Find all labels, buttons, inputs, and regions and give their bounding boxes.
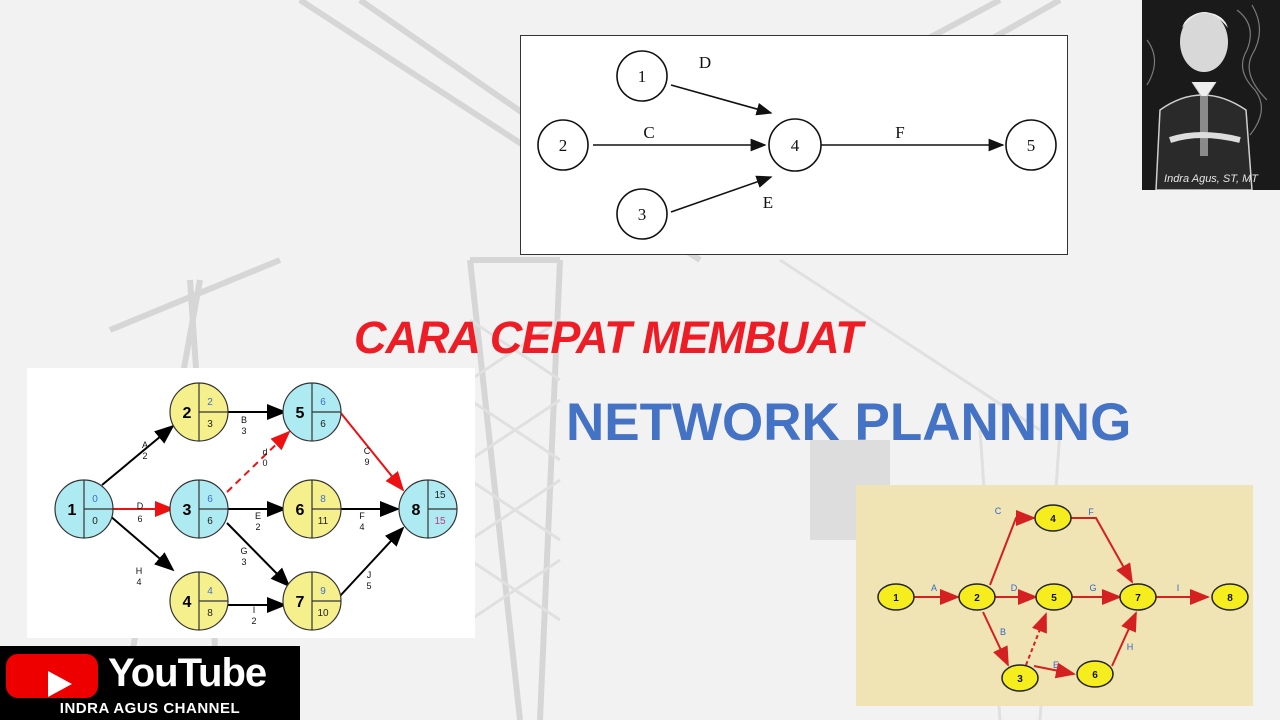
aon-edge-label: E (1053, 660, 1059, 670)
aon-edge-label: C (995, 506, 1002, 516)
edge-duration: 0 (262, 458, 267, 468)
edge-name: J (367, 570, 372, 580)
edge-name: d (262, 447, 267, 457)
aon-edge-label: I (1177, 583, 1180, 593)
top-node-3 (616, 188, 668, 240)
node-id: 3 (183, 502, 192, 519)
edge-duration: 2 (142, 451, 147, 461)
node-id: 5 (296, 405, 305, 422)
edge-name: B (241, 415, 247, 425)
title-line-2: NETWORK PLANNING (566, 393, 1132, 452)
top-node-label: 3 (638, 205, 647, 224)
top-node-label: 1 (638, 67, 647, 86)
node-latest: 3 (207, 419, 213, 430)
youtube-channel-badge[interactable]: YouTube INDRA AGUS CHANNEL (0, 646, 300, 720)
node-id: 2 (183, 405, 192, 422)
avatar-signature: Indra Agus, ST, MT (1164, 173, 1259, 185)
node-latest: 8 (207, 608, 213, 619)
node-latest: 15 (434, 516, 446, 527)
edge-duration: 4 (136, 577, 141, 587)
edge-duration: 2 (255, 522, 260, 532)
aon-edge-label: D (1011, 583, 1018, 593)
youtube-play-icon (6, 654, 98, 698)
aon-node-7 (1119, 583, 1157, 611)
aon-edge-label: H (1127, 642, 1134, 652)
edge-name: C (364, 446, 371, 456)
node-earliest: 0 (92, 494, 98, 505)
top-node-5 (1005, 119, 1057, 171)
node-earliest: 2 (207, 397, 213, 408)
edge-name: E (255, 511, 261, 521)
node-earliest: 8 (320, 494, 326, 505)
node-id: 6 (296, 502, 305, 519)
node-latest: 6 (207, 516, 213, 527)
top-edge-label: D (699, 53, 711, 72)
aon-node-label: 6 (1092, 670, 1098, 681)
aon-edge-label: B (1000, 627, 1006, 637)
aon-node-2 (958, 583, 996, 611)
top-edge-label: E (763, 193, 773, 212)
aon-edge-label: G (1089, 583, 1096, 593)
edge-duration: 5 (366, 581, 371, 591)
diagram-activity-network: 1 2 3 4 5 6 7 8 A B C D E F G H I (856, 485, 1253, 706)
aon-node-label: 7 (1135, 593, 1141, 604)
top-node-label: 2 (559, 136, 568, 155)
node-id: 1 (68, 502, 77, 519)
edge-name: H (136, 566, 143, 576)
avatar: Indra Agus, ST, MT (1142, 0, 1280, 190)
aon-node-label: 8 (1227, 593, 1233, 604)
edge-duration: 3 (241, 557, 246, 567)
node-earliest: 4 (207, 586, 213, 597)
aon-edge-label: A (931, 583, 937, 593)
node-id: 4 (183, 594, 192, 611)
node-latest: 0 (92, 516, 98, 527)
node-id: 7 (296, 594, 305, 611)
top-node-4 (768, 118, 822, 172)
edge-duration: 2 (251, 616, 256, 626)
channel-name: INDRA AGUS CHANNEL (59, 700, 241, 717)
node-latest: 6 (320, 419, 326, 430)
aon-node-label: 1 (893, 593, 899, 604)
node-latest: 11 (318, 516, 329, 527)
node-earliest: 15 (434, 490, 446, 501)
aon-node-label: 4 (1050, 514, 1056, 525)
diagram-simple-network: 1 2 3 4 5 D C E F (520, 35, 1068, 255)
edge-duration: 3 (241, 426, 246, 436)
top-edge-label: C (643, 123, 654, 142)
top-edge-label: F (895, 123, 904, 142)
top-node-label: 4 (791, 136, 800, 155)
edge-name: I (253, 605, 256, 615)
edge-name: D (137, 501, 144, 511)
node-earliest: 9 (320, 586, 326, 597)
aon-node-label: 2 (974, 593, 980, 604)
node-latest: 10 (317, 608, 329, 619)
top-node-2 (537, 119, 589, 171)
node-earliest: 6 (207, 494, 213, 505)
edge-duration: 6 (137, 514, 142, 524)
edge-name: G (240, 546, 247, 556)
edge-name: A (142, 440, 148, 450)
aon-node-5 (1035, 583, 1073, 611)
aon-node-label: 5 (1051, 593, 1057, 604)
node-earliest: 6 (320, 397, 326, 408)
diagram-event-node-network: 1 2 3 4 5 6 7 8 0 0 2 3 6 6 4 8 6 6 8 11… (27, 368, 475, 638)
top-node-1 (616, 50, 668, 102)
aon-node-6 (1076, 660, 1114, 688)
aon-node-4 (1034, 504, 1072, 532)
edge-name: F (359, 511, 365, 521)
aon-node-8 (1211, 583, 1249, 611)
edge-duration: 4 (359, 522, 364, 532)
youtube-wordmark: YouTube (108, 651, 267, 695)
edge-duration: 9 (364, 457, 369, 467)
aon-node-3 (1001, 664, 1039, 692)
aon-node-label: 3 (1017, 674, 1023, 685)
top-node-label: 5 (1027, 136, 1036, 155)
node-id: 8 (412, 502, 421, 519)
aon-edge-label: F (1088, 507, 1094, 517)
aon-node-1 (877, 583, 915, 611)
title-line-1: CARA CEPAT MEMBUAT (354, 312, 863, 363)
